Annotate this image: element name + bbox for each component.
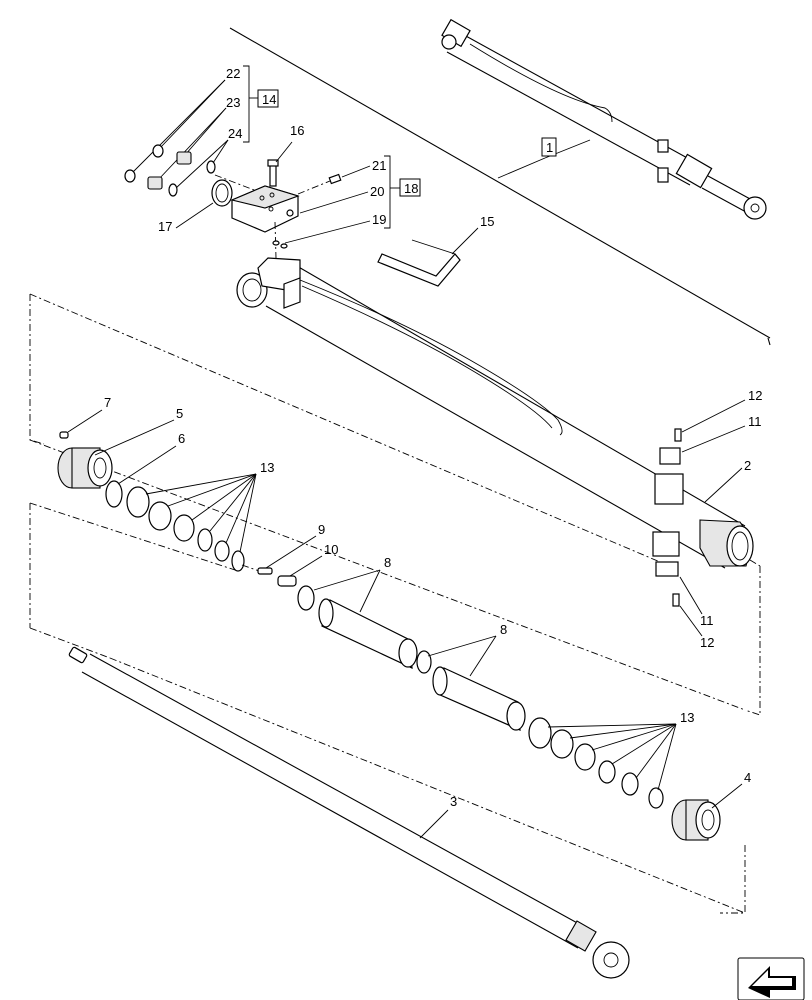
arrow-left-down-icon[interactable] (737, 957, 805, 1000)
callout-1: 1 (497, 137, 591, 179)
pin-10: 10 (277, 542, 338, 587)
label-15: 15 (480, 214, 494, 229)
label-17: 17 (158, 219, 172, 234)
label-box-14 (257, 89, 279, 108)
label-box-18 (399, 178, 421, 197)
label-11-top: 11 (748, 414, 762, 429)
label-6: 6 (178, 431, 185, 446)
assembled-cylinder (229, 18, 771, 346)
gland-4: 4 (671, 770, 751, 841)
spacers-8-lower: 8 (416, 622, 526, 731)
label-24: 24 (228, 126, 242, 141)
piston-7: 7 (59, 395, 111, 439)
label-11-bottom: 11 (700, 613, 714, 628)
label-13-lower: 13 (680, 710, 694, 725)
screw-21: 21 (297, 158, 386, 195)
ring-6: 6 (105, 431, 185, 508)
label-9: 9 (318, 522, 325, 537)
seals-13-upper: 13 (126, 460, 274, 572)
label-21: 21 (372, 158, 386, 173)
label-5: 5 (176, 406, 183, 421)
label-4: 4 (744, 770, 751, 785)
nut-5: 5 (57, 406, 183, 489)
label-23: 23 (226, 95, 240, 110)
cylinder-barrel-2: 2 (236, 257, 754, 569)
label-18: 18 (404, 181, 418, 196)
label-12-bottom: 12 (700, 635, 714, 650)
label-8-lower: 8 (500, 622, 507, 637)
label-20: 20 (370, 184, 384, 199)
seals-13-lower: 13 (528, 710, 694, 809)
piston-rod-3: 3 (68, 646, 630, 979)
screw-16: 16 (267, 123, 304, 187)
pin-9: 9 (257, 522, 325, 575)
label-14: 14 (262, 92, 276, 107)
spacers-8-upper: 8 (297, 555, 418, 669)
label-3: 3 (450, 794, 457, 809)
label-12-top: 12 (748, 388, 762, 403)
label-19: 19 (372, 212, 386, 227)
label-8-upper: 8 (384, 555, 391, 570)
label-7: 7 (104, 395, 111, 410)
label-13-upper: 13 (260, 460, 274, 475)
label-10: 10 (324, 542, 338, 557)
clamp-15: 15 (377, 214, 494, 287)
kit-18: 20 19 18 (284, 155, 421, 244)
label-box-1 (541, 137, 557, 157)
clamp-top-11-12: 12 11 (659, 388, 762, 465)
clamp-bottom-11-12: 11 12 (655, 561, 714, 650)
label-16: 16 (290, 123, 304, 138)
label-1: 1 (546, 140, 553, 155)
label-2: 2 (744, 458, 751, 473)
seal-kit-14: 22 23 24 14 (124, 65, 279, 197)
ring-17: 17 (158, 179, 233, 234)
label-22: 22 (226, 66, 240, 81)
valve-block-20 (230, 185, 300, 233)
